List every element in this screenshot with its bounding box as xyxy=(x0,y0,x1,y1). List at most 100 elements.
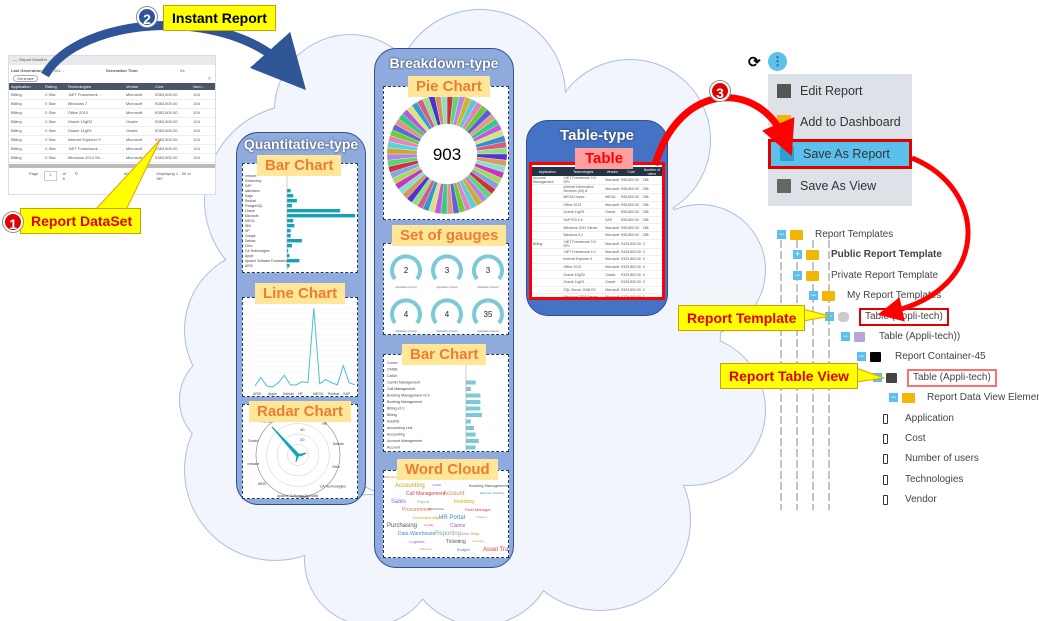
refresh-icon[interactable]: ↻ xyxy=(74,170,79,176)
table-cell xyxy=(532,184,563,194)
radar-label: ARIS xyxy=(258,482,267,486)
bar-label: CMDB xyxy=(387,368,398,372)
table-cell: Office 2010 xyxy=(562,263,605,272)
table-cell: 0 Star xyxy=(43,135,66,145)
collapse-icon[interactable]: − xyxy=(857,351,866,362)
menu-label: Save As View xyxy=(800,179,877,193)
word-cloud-card[interactable]: Risk ManagementCarrier ManagementBilling… xyxy=(383,470,509,558)
bar xyxy=(287,204,292,208)
table-cell: €329,800.00 xyxy=(620,270,642,279)
collapse-icon[interactable]: − xyxy=(873,371,882,382)
word: Procurement xyxy=(402,507,431,513)
table-cell: €98,800.00 xyxy=(620,184,642,194)
table-type-title: Table-type xyxy=(560,127,634,144)
column-header[interactable]: Cost xyxy=(620,167,642,176)
bar xyxy=(466,419,471,424)
table-cell: Billing xyxy=(9,99,44,109)
column-header[interactable]: Application xyxy=(532,167,563,176)
tree-node-label: Number of users xyxy=(905,453,979,465)
word: Logistics xyxy=(409,539,425,544)
column-header[interactable]: Cost xyxy=(153,83,192,90)
collapse-icon[interactable]: − xyxy=(825,310,834,321)
column-header[interactable]: Application xyxy=(9,83,44,90)
table-cell xyxy=(532,193,563,202)
table-cell: Windows 2008 Server xyxy=(562,293,605,297)
bar-label: MEGA xyxy=(245,219,256,223)
menu-item-add-to-dashboard[interactable]: Add to Dashboard xyxy=(768,107,912,137)
table-cell: Windows 2012 Se… xyxy=(65,153,124,163)
column-header[interactable]: Num… xyxy=(191,83,215,90)
column-header[interactable]: Vendor xyxy=(123,83,154,90)
table-cell: 285 xyxy=(641,176,662,185)
x-tick-label: SAP xyxy=(343,392,351,396)
bar xyxy=(287,209,341,213)
tree-node-label: Cost xyxy=(905,433,926,444)
expand-icon[interactable]: + xyxy=(793,249,802,260)
column-header[interactable]: Vendor xyxy=(604,167,621,176)
table-cell: 104 xyxy=(191,99,215,109)
table-label: Table xyxy=(575,148,634,169)
collapse-icon[interactable]: − xyxy=(793,269,802,280)
menu-item-edit-report[interactable]: Edit Report xyxy=(768,76,912,106)
table-cell: Oracle xyxy=(604,208,621,217)
column-header[interactable]: Rating xyxy=(43,83,66,90)
table-cell: Microsoft xyxy=(604,184,621,194)
bar-label: Apple xyxy=(245,254,254,258)
filter-icon[interactable]: ▽ xyxy=(207,76,211,81)
table-cell: 285 xyxy=(641,216,662,225)
x-tick-label: Debian xyxy=(283,392,294,396)
table-cell: Office 2010 xyxy=(65,108,124,118)
menu-item-save-as-report[interactable]: Save As Report xyxy=(768,139,912,169)
bar xyxy=(466,387,471,391)
collapse-icon[interactable]: − xyxy=(841,331,850,341)
table-cell: €383,500.00 xyxy=(153,117,192,127)
refresh-icon[interactable]: ⟳ xyxy=(748,54,761,71)
table-cell: €329,800.00 xyxy=(620,248,642,257)
x-tick-label: MEGA xyxy=(313,392,324,396)
table-cell xyxy=(532,208,563,217)
table-cell xyxy=(532,231,563,240)
page-input[interactable]: 1 xyxy=(44,170,57,181)
table-cell: 0 Star xyxy=(43,126,66,136)
table-cell: €98,800.00 xyxy=(620,176,642,185)
bar-label: Billing xyxy=(387,413,397,417)
more-options-icon[interactable]: ⋮ xyxy=(768,52,787,71)
gauge-caption: Application (Count) xyxy=(395,330,416,333)
generate-button[interactable]: Generate xyxy=(13,75,38,82)
table-cell: 0 xyxy=(641,270,662,279)
table-row: Account Management.NET Framework 3.5 SP1… xyxy=(532,176,662,185)
table-cell: Account Management xyxy=(532,176,563,185)
folder-icon xyxy=(822,291,835,302)
collapse-icon[interactable]: − xyxy=(889,392,898,403)
table-cell: Internet Explorer 9 xyxy=(65,135,124,145)
table-cell: 0 Star xyxy=(43,108,66,118)
column-header[interactable]: Technologies xyxy=(562,167,605,176)
context-menu: Edit Report Add to Dashboard Save As Rep… xyxy=(768,74,912,206)
column-header[interactable]: Number of users xyxy=(641,167,662,176)
pie-chart-card[interactable]: 903 xyxy=(383,86,509,220)
tree-node-label: Table (Appli-tech)) xyxy=(879,331,961,342)
bar xyxy=(466,413,482,417)
table-cell: 104 xyxy=(191,153,215,163)
column-header[interactable]: Technologies xyxy=(65,83,124,90)
menu-item-save-as-view[interactable]: Save As View xyxy=(768,171,912,201)
word: Reporting xyxy=(435,531,462,537)
collapse-icon[interactable]: − xyxy=(809,290,818,301)
radar-label: CA Technologies xyxy=(320,484,346,488)
collapse-icon[interactable]: − xyxy=(777,229,786,239)
